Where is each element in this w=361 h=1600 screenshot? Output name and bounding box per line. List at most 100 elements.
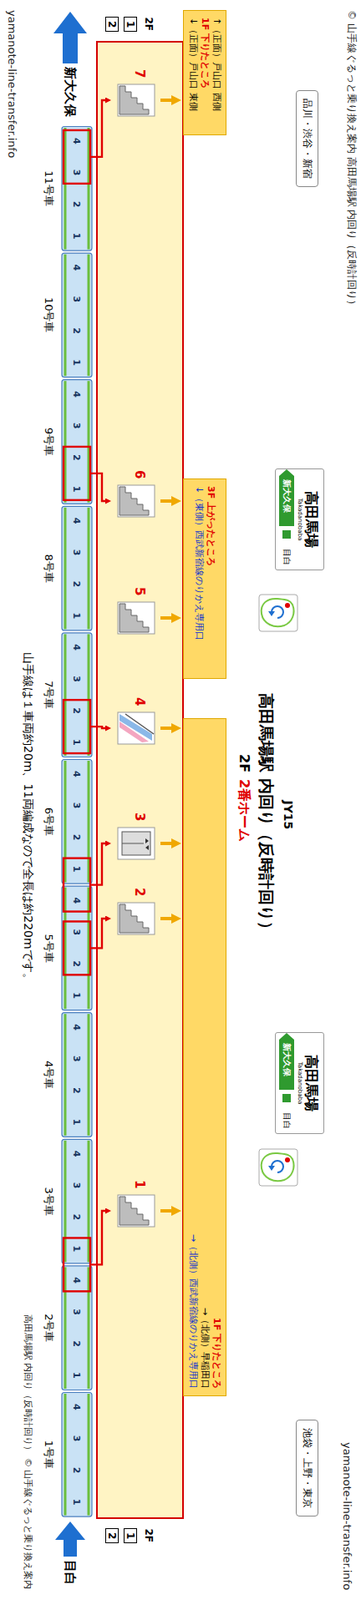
- platform: [96, 41, 184, 1520]
- stairs-steps: [119, 86, 149, 115]
- car-number: 3号車: [41, 1188, 56, 1217]
- station-dot: [284, 603, 290, 609]
- guide-line: [91, 919, 106, 949]
- door-number: 3: [71, 295, 82, 303]
- station-sign: 高田馬場Takadanobaba新大久保目白: [274, 468, 325, 571]
- icon-frame: [117, 84, 155, 117]
- node-text: 高田馬場: [303, 1055, 320, 1113]
- line-code: JY15: [281, 801, 296, 831]
- track-number: 2: [105, 1529, 119, 1545]
- route-map-icon: [259, 1149, 298, 1187]
- train-car: [61, 253, 92, 378]
- car-number: 11号車: [41, 170, 56, 207]
- node-text: Takadanobaba: [296, 498, 304, 542]
- floor-label: 2F: [236, 754, 253, 773]
- node-text: 目白: [280, 1113, 293, 1130]
- door-number: 1: [71, 233, 82, 240]
- car-number: 8号車: [41, 554, 56, 584]
- door-number: 2: [71, 201, 82, 209]
- direction-box: 池袋・上野・東京: [295, 1420, 319, 1518]
- platform-label: 2番ホーム: [236, 779, 253, 843]
- door-highlight: [63, 447, 91, 501]
- icon-frame: [117, 903, 155, 936]
- door-number: 3: [71, 1183, 82, 1190]
- icon-frame: [117, 1195, 155, 1228]
- line-mark: [282, 1094, 291, 1104]
- door-number: 3: [71, 676, 82, 683]
- door-number: 3: [71, 549, 82, 557]
- car-stripe: [64, 254, 67, 377]
- exit-info-box: 1F 下りたところ→（北側）早稲田口→（北側）西武新宿線のりかえ専用口: [183, 718, 227, 1398]
- node-text: 新大久保: [280, 479, 293, 514]
- icon-frame: [117, 828, 155, 860]
- stairs-box: 7: [111, 66, 161, 134]
- stairs-steps: [119, 487, 149, 516]
- node-text: 池袋・上野・東京: [299, 1428, 315, 1510]
- door-number: 1: [71, 1245, 82, 1253]
- stairs-box: 6: [111, 467, 161, 535]
- car-number: 10号車: [41, 297, 56, 334]
- node-text: 7: [132, 69, 148, 78]
- node-text: Takadanobaba: [296, 1062, 304, 1106]
- car-number: 7号車: [41, 681, 56, 710]
- stairs-icon: [116, 711, 156, 746]
- node-text: ↓（正面）戸山口 東側: [187, 17, 199, 112]
- station-sign: 高田馬場Takadanobaba新大久保目白: [274, 1032, 325, 1135]
- stairs-icon: [116, 601, 156, 636]
- site-url: yamanote-line-transfer.info: [340, 1443, 354, 1592]
- node-text: 新大久保: [280, 1043, 293, 1078]
- door-number: 2: [71, 327, 82, 335]
- door-number: 2: [71, 1215, 82, 1222]
- map-outline: [261, 599, 295, 627]
- copyright: 高田馬場駅 内回り（反時計回り） © 山手線ぐるっと乗り換え案内: [22, 1315, 34, 1592]
- train-car: [61, 1266, 92, 1392]
- door-number: 1: [71, 1119, 82, 1127]
- arrow-band: [279, 1033, 295, 1091]
- node-text: 目白: [280, 549, 293, 566]
- copyright: © 山手線ぐるっと乗り換え案内 高田馬場駅 内回り（反時計回り）: [345, 10, 358, 311]
- guide-line: [91, 727, 106, 729]
- direction-arrow: [55, 1522, 86, 1558]
- node-text: 1: [132, 1180, 148, 1190]
- title: 高田馬場駅 内回り（反時計回り）: [257, 693, 277, 938]
- train-car: [61, 760, 92, 885]
- sign-band: 新大久保目白: [279, 469, 295, 570]
- exit-arrow: [160, 917, 172, 921]
- door-number: 1: [71, 866, 82, 874]
- car-stripe: [64, 1394, 67, 1517]
- sign-band: 新大久保目白: [279, 1033, 295, 1134]
- door-number: 2: [71, 1468, 82, 1475]
- door-highlight: [63, 921, 91, 976]
- map-frame: [259, 594, 298, 632]
- car-number: 1号車: [41, 1441, 56, 1470]
- node-text: 5: [132, 587, 148, 596]
- car-stripe: [64, 508, 67, 631]
- node-text: →（北側）早稲田口: [198, 1308, 211, 1390]
- map-frame: [259, 1149, 298, 1187]
- arrow-band: [279, 469, 295, 527]
- map-outline: [261, 1154, 295, 1182]
- stairs-box: 5: [111, 584, 161, 652]
- guide-line: [91, 844, 106, 886]
- node-text: 2: [132, 888, 148, 897]
- node-text: ↑（正面）戸山口 西側: [210, 17, 223, 112]
- node-text: 高田馬場: [303, 491, 320, 549]
- stairs-icon: [116, 83, 156, 117]
- door-number: 3: [71, 1056, 82, 1063]
- door-number: 4: [71, 644, 82, 651]
- door-number: 4: [71, 391, 82, 398]
- exit-arrow: [160, 98, 172, 102]
- door-number: 2: [71, 834, 82, 842]
- escalator-rail: [125, 714, 154, 735]
- loop-arrow-head: [268, 1166, 275, 1172]
- door-number: 1: [71, 359, 82, 367]
- door-number: 2: [71, 707, 82, 715]
- loop-arrow-head: [268, 611, 275, 617]
- note: 山手線は１車両約20m、11両編成なので全長は約220mです。: [21, 652, 36, 986]
- door-number: 3: [71, 929, 82, 936]
- door-number: 1: [71, 739, 82, 747]
- car-number: 2号車: [41, 1314, 56, 1343]
- track-number: 1: [123, 16, 138, 32]
- car-number: 9号車: [41, 427, 56, 457]
- route-map-icon: [259, 594, 298, 632]
